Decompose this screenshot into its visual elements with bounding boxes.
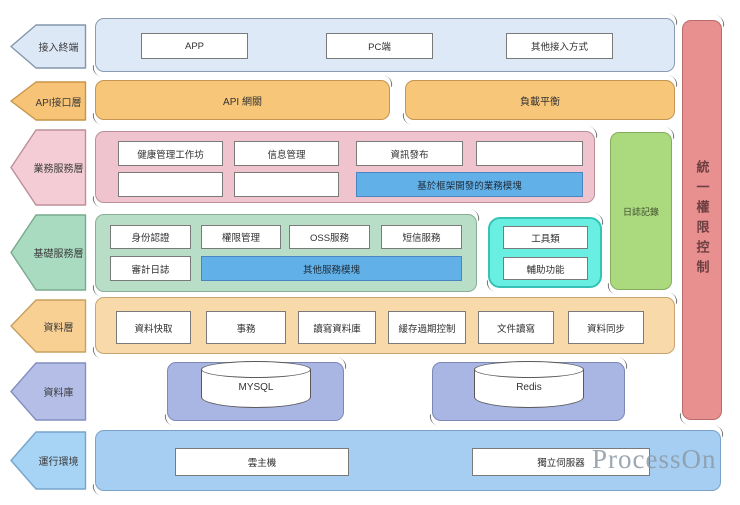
other-access-box: 其他接入方式 [506, 33, 613, 59]
layer-arrow-business: 業務服務層 [10, 129, 87, 206]
arrow-shape-icon [10, 214, 87, 291]
audit-log-box: 審計日誌 [110, 256, 191, 281]
layer-arrow-database: 資料庫 [10, 362, 87, 421]
empty-box [118, 172, 223, 197]
business-service-band: 健康管理工作坊 信息管理 資訊發布 基於框架開發的業務模塊 [95, 131, 595, 203]
layer-arrow-data: 資料層 [10, 299, 87, 353]
data-sync-box: 資料同步 [568, 311, 644, 344]
other-service-module-box: 其他服務模塊 [201, 256, 462, 281]
aux-function-box: 輔助功能 [503, 257, 588, 280]
pc-box: PC端 [326, 33, 433, 59]
layer-label: 基礎服務層 [33, 249, 84, 260]
arrow-shape-icon [10, 24, 87, 69]
unified-permission-label: 統一權限控制 [694, 160, 710, 280]
processon-watermark: ProcessOn [592, 444, 717, 474]
arrow-shape-icon [10, 81, 87, 121]
layer-arrow-api: API接口層 [10, 81, 87, 121]
arrow-shape-icon [10, 431, 87, 490]
identity-auth-box: 身份認證 [110, 225, 191, 249]
cloud-host-box: 雲主機 [175, 448, 349, 476]
runtime-band: 雲主機 獨立伺服器 [95, 430, 721, 491]
data-layer-band: 資料快取 事務 讀寫資料庫 緩存過期控制 文件讀寫 資料同步 [95, 297, 675, 354]
layer-label: 業務服務層 [33, 164, 84, 175]
arrow-shape-icon [10, 299, 87, 353]
arrow-shape-icon [10, 129, 87, 206]
layer-arrow-runtime: 運行環境 [10, 431, 87, 490]
empty-box [476, 141, 583, 166]
unified-permission-bar: 統一權限控制 [682, 20, 722, 420]
permission-mgmt-box: 權限管理 [201, 225, 281, 249]
api-gateway-box: API 網關 [95, 80, 390, 120]
redis-label: Redis [516, 382, 542, 393]
access-terminal-band: APP PC端 其他接入方式 [95, 18, 675, 72]
layer-label: 接入終端 [38, 43, 79, 54]
layer-arrow-access: 接入終端 [10, 24, 87, 69]
mysql-cylinder-icon: MYSQL [200, 361, 312, 408]
layer-label: API接口層 [35, 97, 82, 109]
transaction-box: 事務 [206, 311, 286, 344]
oss-service-box: OSS服務 [289, 225, 370, 249]
cache-expiry-box: 緩存過期控制 [388, 311, 466, 344]
tools-box: 工具類 輔助功能 [488, 217, 602, 288]
foundation-service-band: 身份認證 權限管理 OSS服務 短信服務 審計日誌 其他服務模塊 [95, 214, 477, 292]
mysql-container: MYSQL [167, 361, 344, 421]
dedicated-server-box: 獨立伺服器 [472, 448, 650, 476]
mysql-label: MYSQL [238, 382, 274, 393]
layer-label: 資料庫 [43, 388, 74, 399]
arrow-shape-icon [10, 362, 87, 421]
layer-arrow-foundation: 基礎服務層 [10, 214, 87, 291]
layer-label: 運行環境 [38, 457, 79, 468]
load-balance-box: 負載平衡 [405, 80, 675, 120]
layer-label: 資料層 [43, 322, 74, 334]
rw-database-box: 讀寫資料庫 [298, 311, 376, 344]
info-mgmt-box: 信息管理 [234, 141, 339, 166]
tool-class-box: 工具類 [503, 226, 588, 249]
file-rw-box: 文件讀寫 [478, 311, 554, 344]
news-publish-box: 資訊發布 [356, 141, 463, 166]
redis-cylinder-icon: Redis [473, 361, 585, 408]
health-mgmt-box: 健康管理工作坊 [118, 141, 223, 166]
log-record-box: 日誌記錄 [610, 132, 672, 290]
app-box: APP [141, 33, 248, 59]
data-cache-box: 資料快取 [116, 311, 191, 344]
sms-service-box: 短信服務 [381, 225, 462, 249]
empty-box [234, 172, 339, 197]
redis-container: Redis [432, 361, 625, 421]
framework-module-box: 基於框架開發的業務模塊 [356, 172, 583, 197]
